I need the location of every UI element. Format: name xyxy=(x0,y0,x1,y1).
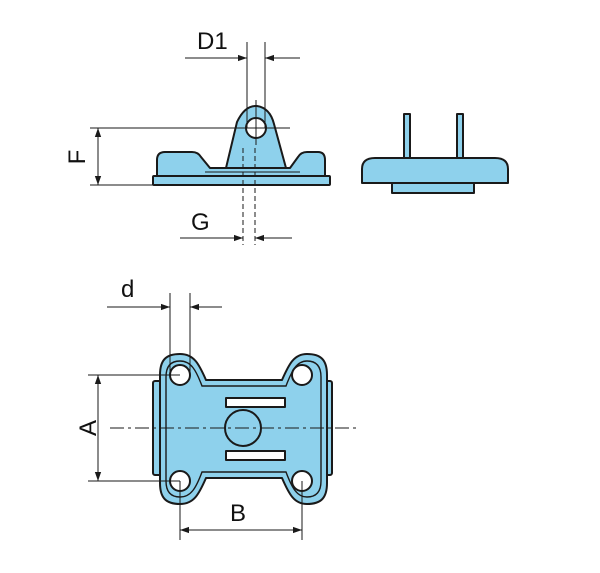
label-f: F xyxy=(64,150,91,165)
label-d: d xyxy=(121,276,134,303)
front-view xyxy=(152,104,331,245)
dimension-b: B xyxy=(179,481,303,540)
label-b: B xyxy=(230,500,246,527)
dimension-d1: D1 xyxy=(185,28,300,145)
dimension-f: F xyxy=(64,127,290,186)
label-a: A xyxy=(75,420,102,436)
label-g: G xyxy=(191,209,210,236)
dimension-g: G xyxy=(180,209,292,242)
dimension-a: A xyxy=(75,374,180,482)
label-d1: D1 xyxy=(197,28,228,55)
top-view xyxy=(110,353,360,505)
side-view xyxy=(361,113,509,194)
dimension-d: d xyxy=(107,276,222,375)
